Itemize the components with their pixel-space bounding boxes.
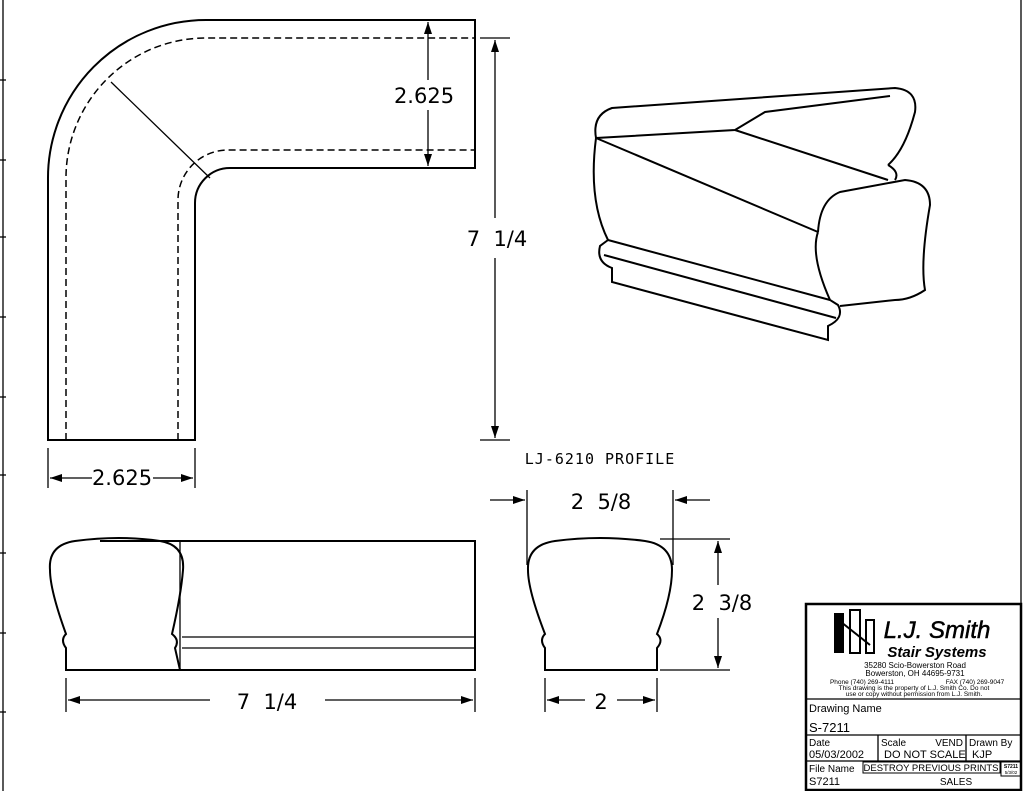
dim-profile-bottom-text: 2 — [594, 690, 607, 714]
dimension-plan-top: 2.625 — [394, 22, 454, 166]
drawn-by: KJP — [972, 749, 992, 761]
file-name: S7211 — [809, 776, 840, 788]
small-ref-1: S7211 — [1004, 764, 1018, 770]
profile-label: LJ-6210 PROFILE — [525, 450, 675, 468]
scale-label: Scale — [881, 738, 906, 749]
department: SALES — [940, 777, 973, 788]
plan-view — [46, 19, 476, 441]
dimension-profile-bottom: 2 — [544, 678, 658, 714]
drawn-by-label: Drawn By — [969, 738, 1012, 749]
dim-plan-top-text: 2.625 — [394, 84, 454, 108]
address-line-2: Bowerston, OH 44695-9731 — [865, 669, 965, 678]
dimension-plan-bottom: 2.625 — [47, 448, 196, 490]
destroy-notice: DESTROY PREVIOUS PRINTS — [864, 763, 999, 774]
dim-side-length-text: 7 1/4 — [237, 690, 298, 714]
fax: FAX (740) 269-9047 — [946, 679, 1005, 686]
isometric-view — [592, 86, 932, 342]
drawing-name-label: Drawing Name — [809, 703, 882, 715]
dimension-profile-height: 2 3/8 — [660, 538, 753, 671]
company-logo: L.J. Smith Stair Systems — [834, 609, 991, 661]
scale: DO NOT SCALE — [884, 749, 966, 761]
notice-1: This drawing is the property of L.J. Smi… — [839, 685, 990, 692]
company-subname: Stair Systems — [887, 644, 986, 661]
dim-profile-height-text: 2 3/8 — [692, 591, 753, 615]
dimension-profile-top: 2 5/8 — [490, 490, 710, 565]
small-ref-2: 5/3/02 — [1005, 770, 1018, 775]
dimension-side-length: 7 1/4 — [65, 678, 476, 714]
drawing-name: S-7211 — [809, 720, 850, 735]
file-name-label: File Name — [809, 764, 855, 775]
company-name: L.J. Smith — [884, 617, 991, 644]
dimension-plan-height: 7 1/4 — [467, 37, 528, 441]
dim-profile-top-text: 2 5/8 — [571, 490, 632, 514]
address-line-1: 35280 Scio-Bowerston Road — [864, 661, 966, 670]
title-block: L.J. Smith Stair Systems 35280 Scio-Bowe… — [804, 602, 1023, 791]
vend-label: VEND — [935, 738, 963, 749]
notice-2: use or copy without permission from L.J.… — [846, 691, 983, 698]
dim-plan-bottom-text: 2.625 — [92, 466, 152, 490]
profile-view — [526, 537, 674, 671]
date-label: Date — [809, 738, 831, 749]
dim-plan-height-text: 7 1/4 — [467, 227, 528, 251]
date: 05/03/2002 — [809, 749, 864, 761]
side-view — [48, 537, 476, 671]
phone: Phone (740) 269-4111 — [830, 679, 894, 686]
